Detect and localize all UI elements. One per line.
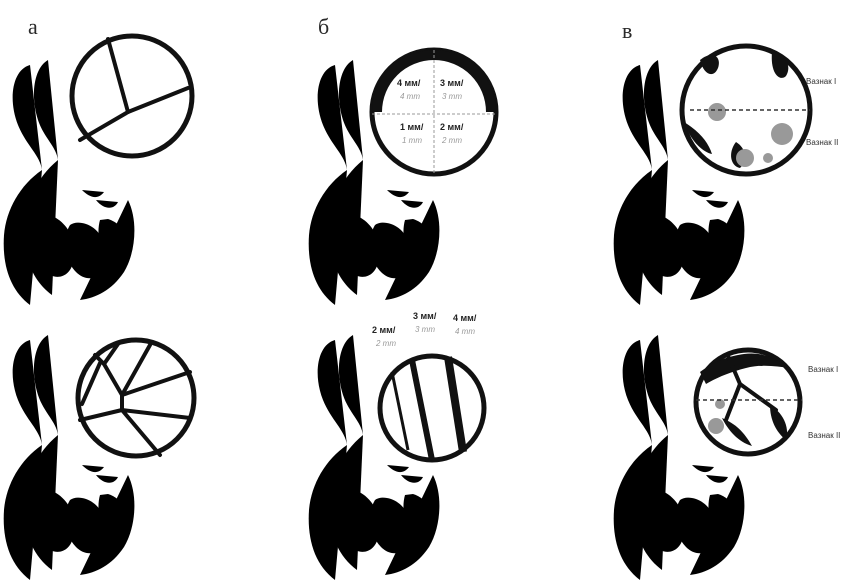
panel-c-top-circle: Вазнак I Вазнак II (682, 46, 838, 174)
b-bot-3-en: 4 mm (455, 327, 475, 336)
b-q3-ru: 1 мм/ (400, 122, 424, 132)
c-bot-label-1: Вазнак I (808, 365, 838, 374)
panel-a-top-circle (72, 36, 192, 156)
b-q2-en: 3 mm (442, 92, 462, 101)
b-q1-en: 4 mm (400, 92, 420, 101)
b-bot-2-en: 3 mm (415, 325, 435, 334)
b-q1-ru: 4 мм/ (397, 78, 421, 88)
b-q3-en: 1 mm (402, 136, 422, 145)
b-bot-2-ru: 3 мм/ (413, 311, 437, 321)
panel-b-bottom-circle: 2 мм/ 2 mm 3 мм/ 3 mm 4 мм/ 4 mm (372, 311, 484, 460)
c-top-label-1: Вазнак I (806, 77, 836, 86)
panel-b-top-circle: 4 мм/ 4 mm 3 мм/ 3 mm 1 мм/ 1 mm 2 мм/ 2… (372, 50, 496, 174)
b-bot-1-en: 2 mm (375, 339, 396, 348)
b-q4-en: 2 mm (441, 136, 462, 145)
b-bot-3-ru: 4 мм/ (453, 313, 477, 323)
c-top-label-2: Вазнак II (806, 138, 838, 147)
panel-a-bottom-circle (78, 340, 194, 456)
c-bot-label-2: Вазнак II (808, 431, 840, 440)
b-q2-ru: 3 мм/ (440, 78, 464, 88)
panel-c-bottom-circle: Вазнак I Вазнак II (696, 350, 840, 454)
b-bot-1-ru: 2 мм/ (372, 325, 396, 335)
b-q4-ru: 2 мм/ (440, 122, 464, 132)
